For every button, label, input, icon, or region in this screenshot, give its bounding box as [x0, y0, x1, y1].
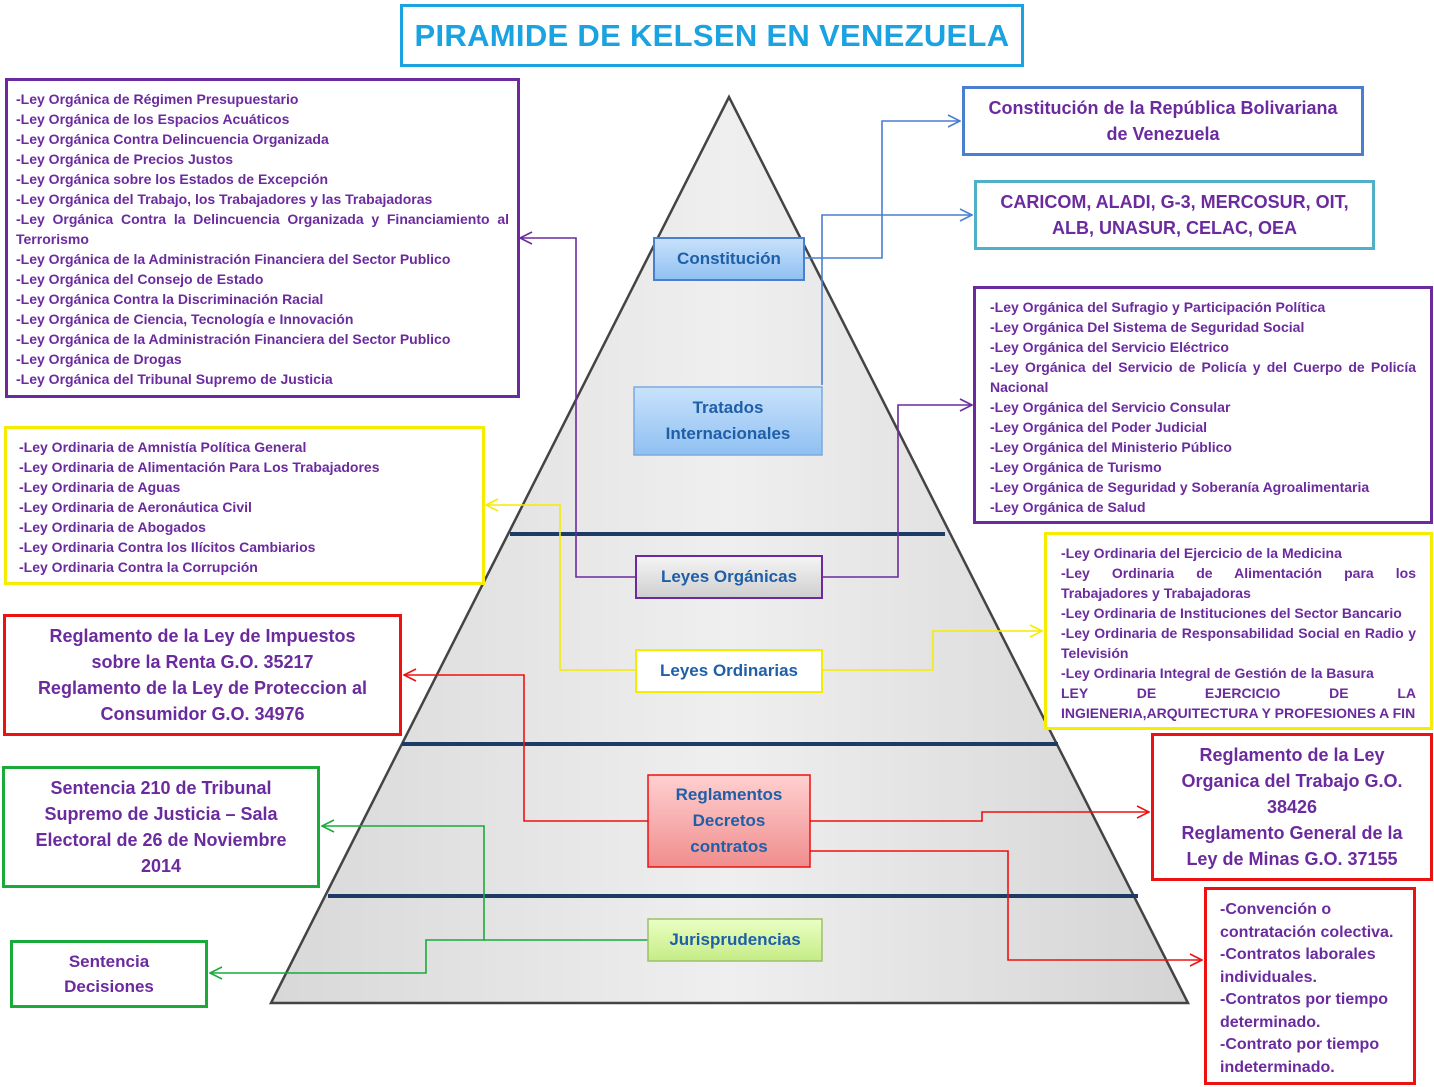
list-item: -Ley Orgánica del Servicio Consular [990, 399, 1231, 415]
text-line: Decisiones [64, 977, 154, 996]
tier-tratados: Tratados Internacionales [665, 398, 791, 443]
text-line: contratación colectiva. [1220, 923, 1394, 941]
list-item: -Ley Ordinaria Contra los Ilícitos Cambi… [19, 539, 316, 555]
connector-constitucion [805, 121, 972, 385]
tier-box-reglamentos [647, 774, 811, 868]
list-item: -Ley Orgánica de Precios Justos [16, 151, 234, 167]
list-item: -Ley Ordinaria de Responsabilidad Social… [1061, 625, 1416, 661]
text-line: individuales. [1220, 968, 1317, 986]
tier-box-ordinarias [635, 649, 823, 693]
text-line: Reglamento de la Ley de Proteccion al [37, 678, 368, 698]
tier-box-organicas [635, 555, 823, 599]
list-item: -Ley Orgánica de la Administración Finan… [16, 331, 451, 347]
text-line: Reglamento de la Ley [1199, 745, 1385, 765]
list-item: -Ley Orgánica del Servicio Eléctrico [990, 339, 1229, 355]
list-item: -Ley Orgánica de Ciencia, Tecnología e I… [16, 311, 354, 327]
list-item: -Ley Orgánica de los Espacios Acuáticos [16, 111, 290, 127]
reglamento-right-box: Reglamento de la Ley Organica del Trabaj… [1151, 733, 1433, 881]
list-item: -Ley Ordinaria de Aeronáutica Civil [19, 499, 252, 515]
list-item: -Ley Orgánica del Trabajo, los Trabajado… [16, 191, 433, 207]
list-item: -Ley Orgánica del Sufragio y Participaci… [990, 299, 1326, 315]
list-item: -Ley Orgánica Contra Delincuencia Organi… [16, 131, 329, 147]
text-line: Sentencia 210 de Tribunal [50, 778, 272, 798]
constitution-box: Constitución de la República Bolivariana… [962, 86, 1364, 156]
list-item: -Ley Orgánica del Ministerio Público [990, 439, 1232, 455]
list-item: -Ley Ordinaria Contra la Corrupción [19, 559, 258, 575]
list-item: -Ley Orgánica del Servicio de Policía y … [990, 359, 1416, 395]
list-item: -Ley Ordinaria de Abogados [19, 519, 206, 535]
list-item: -Ley Orgánica sobre los Estados de Excep… [16, 171, 328, 187]
list-item: -Ley Ordinaria de Aguas [19, 479, 181, 495]
constitution-text: Constitución de la República Bolivariana… [988, 98, 1338, 144]
list-item: -Ley Ordinaria de Instituciones del Sect… [1061, 605, 1402, 621]
contratos-box: -Convención o contratación colectiva. -C… [1204, 887, 1416, 1085]
text-line: determinado. [1220, 1013, 1321, 1031]
tier-box-constitucion [653, 237, 805, 281]
text-line: -Convención o [1220, 901, 1332, 918]
list-item: -Ley Orgánica Del Sistema de Seguridad S… [990, 319, 1305, 335]
tier-reglamentos: Reglamentos Decretos contratos [675, 785, 783, 856]
text-line: Sentencia [68, 952, 150, 971]
list-item: -Ley Orgánica de Régimen Presupuestario [16, 91, 299, 107]
list-item: -Ley Orgánica de Seguridad y Soberanía A… [990, 479, 1370, 495]
text-line: Consumidor G.O. 34976 [100, 704, 305, 724]
list-item: -Ley Ordinaria del Ejercicio de la Medic… [1061, 545, 1342, 561]
list-item: -Ley Orgánica del Consejo de Estado [16, 271, 264, 287]
text-line: indeterminado. [1220, 1058, 1335, 1076]
treaties-text: CARICOM, ALADI, G-3, MERCOSUR, OIT, ALB,… [1000, 192, 1349, 238]
tier-jurisprudencias: Jurisprudencias [669, 930, 801, 949]
connector-reglamentos [404, 675, 1202, 960]
list-item: -Ley Orgánica de Drogas [16, 351, 182, 367]
text-line: Electoral de 26 de Noviembre [35, 830, 287, 850]
list-item: -Ley Ordinaria de Alimentación para los … [1061, 565, 1416, 601]
connector-jurisprudencias [210, 826, 648, 973]
connector-organicas [520, 238, 972, 578]
tier-ordinarias: Leyes Ordinarias [660, 661, 798, 680]
list-item: -Ley Orgánica Contra la Discriminación R… [16, 291, 324, 307]
list-item: -Ley Orgánica Contra la Delincuencia Org… [16, 211, 509, 247]
tier-constitucion: Constitución [677, 249, 781, 268]
text-line: Organica del Trabajo G.O. [1181, 771, 1403, 791]
tier-box-jurisprudencias [647, 918, 823, 962]
text-line: -Contrato por tiempo [1220, 1036, 1380, 1053]
list-item: -Ley Ordinaria de Alimentación Para Los … [19, 459, 380, 475]
organic-laws-right-box: -Ley Orgánica del Sufragio y Participaci… [973, 286, 1433, 524]
text-line: Reglamento General de la [1181, 823, 1403, 843]
page-title: PIRAMIDE DE KELSEN EN VENEZUELA [414, 17, 1010, 53]
sentencia-decisiones-box: Sentencia Decisiones [10, 940, 208, 1008]
organic-laws-left-box: -Ley Orgánica de Régimen Presupuestario … [5, 78, 520, 398]
sentencia-210-box: Sentencia 210 de Tribunal Supremo de Jus… [2, 766, 320, 888]
list-item: -Ley Orgánica de Turismo [990, 459, 1162, 475]
text-line: -Contratos laborales [1220, 946, 1376, 963]
ordinary-laws-right-box: -Ley Ordinaria del Ejercicio de la Medic… [1044, 532, 1433, 730]
text-line: Ley de Minas G.O. 37155 [1186, 849, 1398, 869]
list-item: LEY DE EJERCICIO DE LA INGIENERIA,ARQUIT… [1061, 685, 1416, 721]
pyramid-shape [268, 94, 1191, 1005]
text-line: sobre la Renta G.O. 35217 [91, 652, 314, 672]
text-line: 2014 [140, 856, 182, 876]
list-item: -Ley Ordinaria Integral de Gestión de la… [1061, 665, 1374, 681]
tier-box-tratados [633, 386, 823, 456]
treaties-box: CARICOM, ALADI, G-3, MERCOSUR, OIT, ALB,… [974, 180, 1375, 250]
list-item: -Ley Orgánica del Tribunal Supremo de Ju… [16, 371, 333, 387]
connector-ordinarias [486, 505, 1042, 671]
list-item: -Ley Orgánica de Salud [990, 499, 1146, 515]
text-line: -Contratos por tiempo [1220, 991, 1388, 1008]
ordinary-laws-left-box: -Ley Ordinaria de Amnistía Política Gene… [4, 426, 485, 585]
list-item: -Ley Orgánica de la Administración Finan… [16, 251, 451, 267]
list-item: -Ley Orgánica del Poder Judicial [990, 419, 1208, 435]
tier-organicas: Leyes Orgánicas [660, 567, 798, 586]
text-line: 38426 [1266, 797, 1318, 817]
text-line: Reglamento de la Ley de Impuestos [49, 626, 356, 646]
reglamento-left-box: Reglamento de la Ley de Impuestos sobre … [3, 614, 402, 736]
list-item: -Ley Ordinaria de Amnistía Política Gene… [19, 439, 307, 455]
title-box: PIRAMIDE DE KELSEN EN VENEZUELA [400, 4, 1024, 67]
text-line: Supremo de Justicia – Sala [44, 804, 278, 824]
